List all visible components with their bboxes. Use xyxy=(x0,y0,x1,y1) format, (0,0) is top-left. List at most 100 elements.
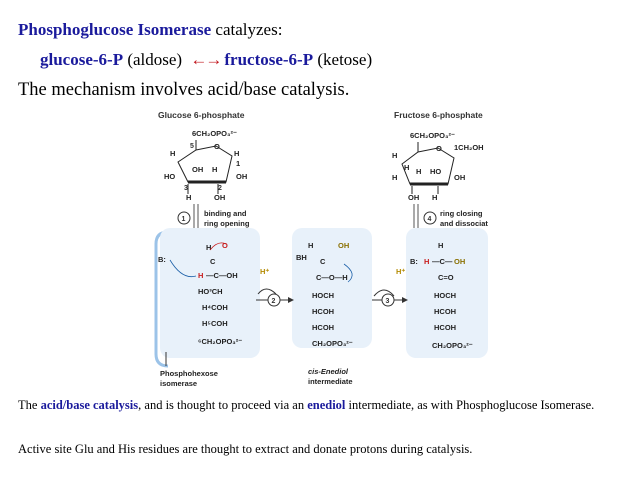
svg-text:6CH₂OPO₃²⁻: 6CH₂OPO₃²⁻ xyxy=(192,129,237,138)
base-b-2: B: xyxy=(410,257,418,266)
step-1: 1 binding and ring opening xyxy=(177,204,250,228)
svg-text:C: C xyxy=(210,257,216,266)
product-name: fructose-6-P xyxy=(224,50,314,69)
panel-enediol xyxy=(292,228,372,348)
base-bh: BH xyxy=(296,253,307,262)
svg-text:H: H xyxy=(424,257,429,266)
fructose-6p-title: Fructose 6-phosphate xyxy=(394,110,483,120)
open-chain-glucose: B: H O C H —C—OH H⁺ HO³CH H⁴COH H⁵COH ⁶C… xyxy=(158,241,269,346)
title-rest: catalyzes: xyxy=(211,20,283,39)
svg-text:OH: OH xyxy=(454,257,465,266)
svg-text:5: 5 xyxy=(190,143,194,150)
glucose-ring: 6CH₂OPO₃²⁻ 5 O H H 1 HO OH H OH 3 2 H OH xyxy=(164,129,247,202)
svg-text:H: H xyxy=(212,165,217,174)
svg-text:OH: OH xyxy=(214,193,225,202)
svg-text:H: H xyxy=(170,149,175,158)
svg-text:O: O xyxy=(436,144,442,153)
product-class: (ketose) xyxy=(313,50,373,69)
step1-label-b: ring opening xyxy=(204,219,250,228)
svg-text:H: H xyxy=(392,173,397,182)
svg-text:H⁴COH: H⁴COH xyxy=(202,303,228,312)
svg-text:CH₂OPO₃²⁻: CH₂OPO₃²⁻ xyxy=(432,341,473,350)
svg-text:⁶CH₂OPO₃²⁻: ⁶CH₂OPO₃²⁻ xyxy=(198,337,242,346)
svg-text:3: 3 xyxy=(184,185,188,192)
svg-text:HO³CH: HO³CH xyxy=(198,287,223,296)
svg-text:—C—: —C— xyxy=(432,257,453,266)
step1-label-a: binding and xyxy=(204,209,247,218)
svg-text:1: 1 xyxy=(236,159,240,168)
hplus-2: H⁺ xyxy=(396,267,405,276)
svg-text:OH: OH xyxy=(192,165,203,174)
enzyme-label-b: isomerase xyxy=(160,379,197,388)
svg-text:H: H xyxy=(308,241,313,250)
svg-text:OH: OH xyxy=(408,193,419,202)
step4-number: 4 xyxy=(428,216,432,223)
svg-text:H: H xyxy=(438,241,443,250)
svg-text:1CH₂OH: 1CH₂OH xyxy=(454,143,484,152)
fructose-ring: 6CH₂OPO₃²⁻ O 1CH₂OH H H H HO H OH OH H xyxy=(392,131,484,202)
glucose-6p-title: Glucose 6-phosphate xyxy=(158,110,245,120)
caption-text: The xyxy=(18,398,41,412)
open-chain-fructose: B: H H —C— OH C=O HOCH HCOH HCOH CH₂OPO₃… xyxy=(410,241,473,350)
panel-enzyme-complex-2 xyxy=(406,228,488,358)
enediol-structure: H OH BH C C—O—H HOCH HCOH HCOH CH₂OPO₃²⁻ xyxy=(296,241,353,348)
svg-text:H: H xyxy=(198,271,203,280)
svg-text:CH₂OPO₃²⁻: CH₂OPO₃²⁻ xyxy=(312,339,353,348)
caption-acid-base: acid/base catalysis xyxy=(40,398,139,412)
svg-text:H: H xyxy=(416,167,421,176)
reaction-line: glucose-6-P (aldose) ←→fructose-6-P (ket… xyxy=(40,50,372,70)
svg-text:H⁵COH: H⁵COH xyxy=(202,319,228,328)
svg-text:C=O: C=O xyxy=(438,273,454,282)
step-4: 4 ring closing and dissociation xyxy=(413,204,488,228)
substrate-name: glucose-6-P xyxy=(40,50,124,69)
enzyme-name: Phosphoglucose Isomerase xyxy=(18,20,212,39)
hplus-1: H⁺ xyxy=(260,267,269,276)
step2-number: 2 xyxy=(272,298,276,305)
svg-text:H: H xyxy=(186,193,191,202)
title-line: Phosphoglucose Isomerase catalyzes: xyxy=(18,20,282,40)
svg-text:H: H xyxy=(404,163,409,172)
svg-text:HCOH: HCOH xyxy=(434,307,456,316)
intermediate-label-b: intermediate xyxy=(308,377,353,386)
svg-text:HO: HO xyxy=(164,172,175,181)
step1-number: 1 xyxy=(182,216,186,223)
svg-text:HCOH: HCOH xyxy=(434,323,456,332)
caption-text-3: intermediate, as with Phosphoglucose Iso… xyxy=(345,398,595,412)
caption-text-2: , and is thought to proceed via an xyxy=(138,398,308,412)
svg-text:H: H xyxy=(392,151,397,160)
svg-text:HCOH: HCOH xyxy=(312,323,334,332)
svg-text:H: H xyxy=(206,243,211,252)
svg-text:6CH₂OPO₃²⁻: 6CH₂OPO₃²⁻ xyxy=(410,131,455,140)
svg-text:OH: OH xyxy=(454,173,465,182)
caption-enediol: enediol xyxy=(307,398,346,412)
enzyme-label-a: Phosphohexose xyxy=(160,369,218,378)
svg-text:H: H xyxy=(432,193,437,202)
svg-text:HO: HO xyxy=(430,167,441,176)
intermediate-label-a: cis-Enediol xyxy=(308,367,349,376)
svg-text:HOCH: HOCH xyxy=(312,291,334,300)
step-3: 3 H⁺ xyxy=(372,267,408,307)
svg-text:—C—OH: —C—OH xyxy=(206,271,238,280)
svg-text:O: O xyxy=(222,241,228,250)
step4-label-b: and dissociation xyxy=(440,219,488,228)
svg-text:O: O xyxy=(214,142,220,151)
step3-number: 3 xyxy=(386,298,390,305)
base-b-1: B: xyxy=(158,255,166,264)
step4-label-a: ring closing xyxy=(440,209,483,218)
svg-text:C: C xyxy=(320,257,326,266)
svg-text:C—O—H: C—O—H xyxy=(316,273,348,282)
svg-text:OH: OH xyxy=(338,241,349,250)
svg-text:H: H xyxy=(234,149,239,158)
panel-enzyme-complex-1 xyxy=(160,228,260,358)
mechanism-figure: Glucose 6-phosphate Fructose 6-phosphate… xyxy=(154,110,488,388)
svg-text:2: 2 xyxy=(218,185,222,192)
caption-paragraph-2: Active site Glu and His residues are tho… xyxy=(18,442,473,456)
svg-text:HOCH: HOCH xyxy=(434,291,456,300)
step-2: 2 xyxy=(256,288,294,307)
substrate-class: (aldose) xyxy=(123,50,187,69)
equilibrium-arrow: ←→ xyxy=(190,50,222,69)
mechanism-statement: The mechanism involves acid/base catalys… xyxy=(18,80,350,100)
caption-paragraph-1: The acid/base catalysis, and is thought … xyxy=(18,396,628,414)
svg-text:OH: OH xyxy=(236,172,247,181)
